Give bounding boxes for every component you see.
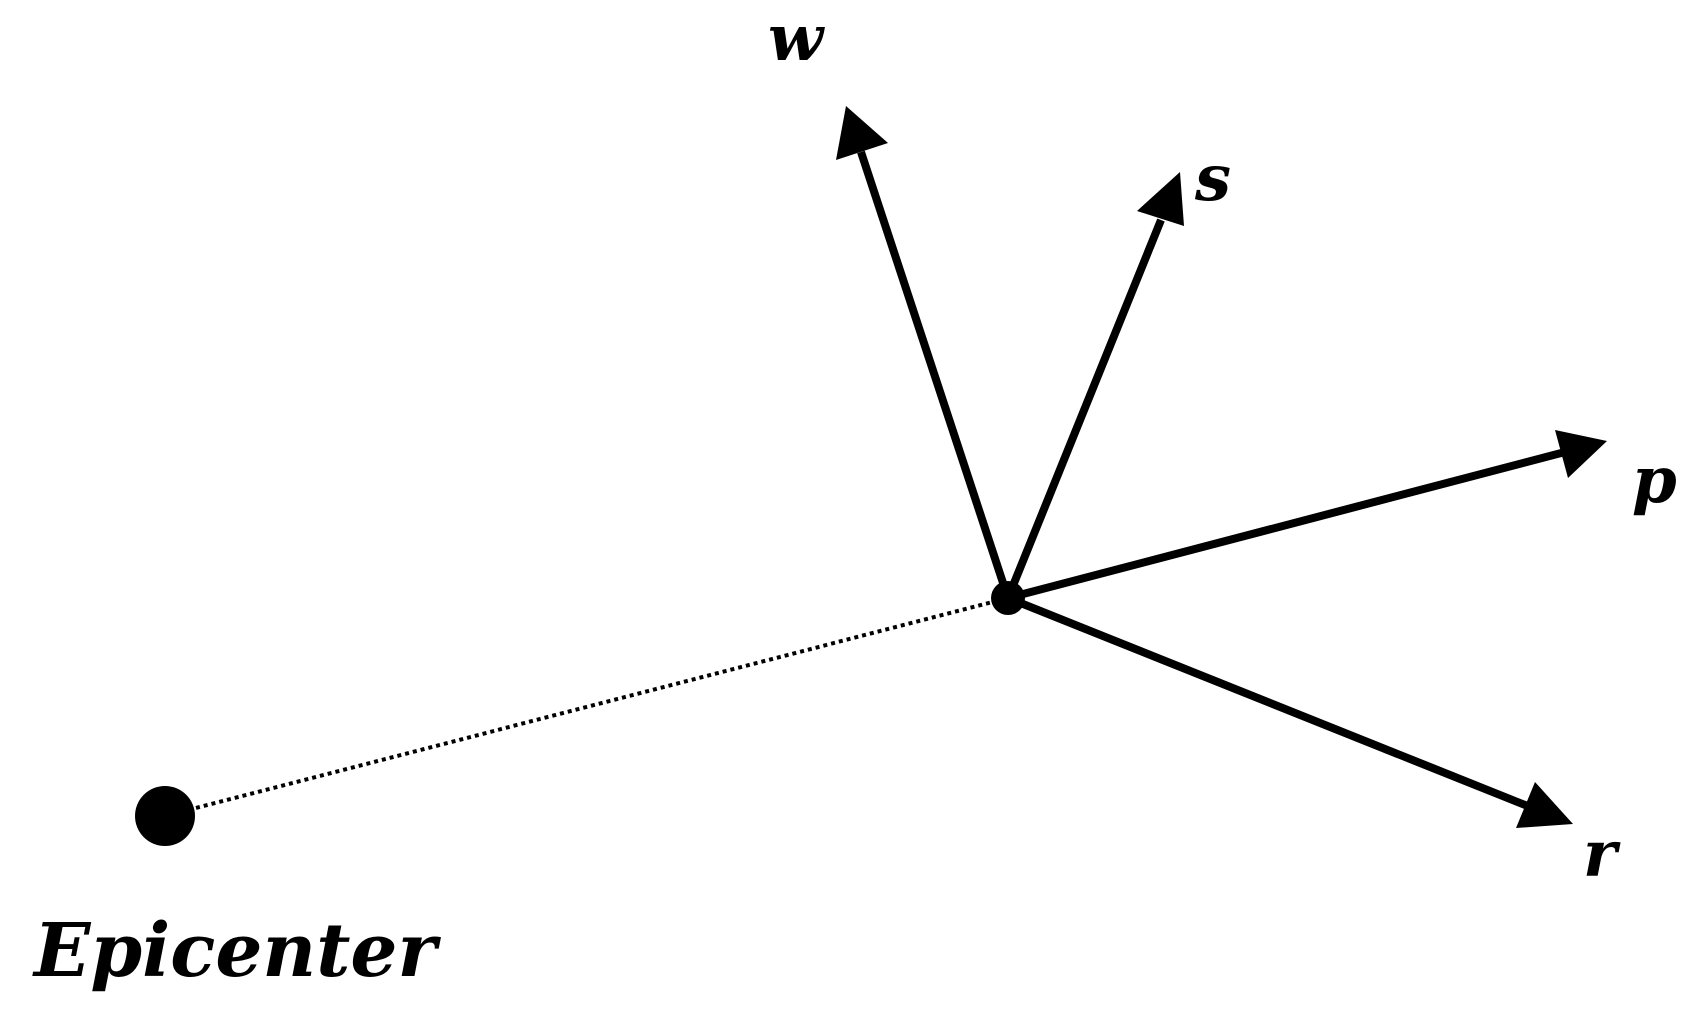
s-axis-arrow xyxy=(1004,172,1184,600)
p-axis-shaft xyxy=(1006,448,1567,602)
s-axis-shaft xyxy=(1004,218,1165,600)
s-axis-arrowhead xyxy=(1137,172,1184,226)
s-axis-label: s xyxy=(1194,141,1231,216)
r-axis-shaft xyxy=(1006,594,1532,811)
epicenter-point xyxy=(135,786,195,846)
r-axis-arrowhead xyxy=(1516,782,1573,828)
w-axis-arrowhead xyxy=(836,106,888,160)
p-axis-arrowhead xyxy=(1555,430,1607,478)
r-axis-label: r xyxy=(1583,817,1621,892)
r-axis-arrow xyxy=(1006,594,1573,828)
p-axis-label: p xyxy=(1632,443,1677,518)
w-axis-shaft xyxy=(857,150,1012,600)
w-axis-arrow xyxy=(836,106,1012,600)
epicenter-label: Epicenter xyxy=(32,908,441,994)
w-axis-label: w xyxy=(768,1,825,76)
p-axis-arrow xyxy=(1006,430,1607,602)
epicenter-to-station-line xyxy=(164,596,1009,818)
